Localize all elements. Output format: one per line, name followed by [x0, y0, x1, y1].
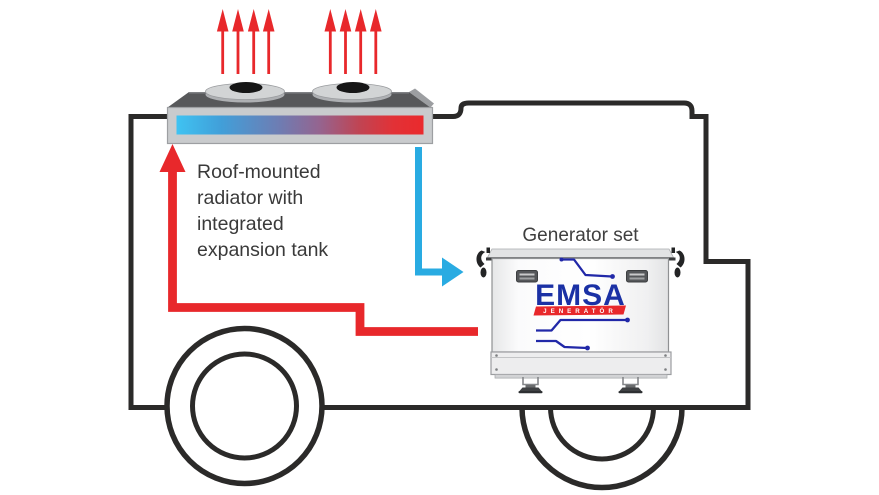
- emsa-logo-subtext: JENERATÖR: [543, 308, 617, 315]
- heat-arrows: [216, 9, 382, 74]
- heat-arrow-icon: [324, 9, 337, 74]
- circuit-trace-dots: [559, 257, 630, 351]
- generator-set: Generator set EMSA JENERATÖR: [476, 225, 685, 394]
- fan-icon: [205, 82, 285, 103]
- heat-arrow-icon: [339, 9, 352, 74]
- latch-hook-icon: [674, 267, 681, 278]
- annotation-line: radiator with: [197, 187, 303, 209]
- latch-hook-icon: [671, 247, 675, 253]
- latch-hook-icon: [480, 267, 487, 278]
- generator-base-strip: [494, 374, 668, 379]
- generator-set-label: Generator set: [522, 225, 639, 246]
- latch-hook-icon: [476, 250, 486, 268]
- heat-arrow-icon: [354, 9, 367, 74]
- hot-flow-arrow-icon: [159, 144, 186, 172]
- heat-arrow-icon: [216, 9, 229, 74]
- cold-flow-arrow-icon: [442, 257, 464, 287]
- circuit-trace: [536, 339, 588, 350]
- heat-arrow-icon: [370, 9, 382, 74]
- heat-arrow-icon: [247, 9, 260, 74]
- hot-coolant-pipe: [159, 144, 478, 336]
- generator-lid: [486, 248, 675, 258]
- coolant-gradient-bar: [176, 115, 424, 135]
- roof-radiator: [166, 82, 434, 145]
- vibration-mount: [518, 377, 543, 394]
- circuit-trace: [561, 258, 613, 278]
- handle-icon: [516, 270, 538, 283]
- heat-arrow-icon: [262, 9, 275, 74]
- latch-hook-icon: [675, 250, 685, 268]
- radiator-annotation: Roof-mounted radiator with integrated ex…: [197, 161, 328, 261]
- circuit-trace: [536, 318, 628, 332]
- heat-arrow-icon: [232, 9, 244, 74]
- annotation-line: Roof-mounted: [197, 161, 321, 183]
- fan-icon: [312, 82, 392, 103]
- circuit-traces: [536, 258, 628, 350]
- latch-hook-icon: [486, 247, 490, 253]
- annotation-line: integrated: [197, 213, 284, 235]
- base-screws: [495, 354, 667, 371]
- front-wheel-rim: [190, 351, 299, 461]
- radiator-housing-bevel: [409, 88, 434, 108]
- cold-coolant-pipe: [415, 147, 464, 287]
- generator-base: [490, 351, 672, 376]
- handle-icon: [626, 270, 648, 283]
- front-wheel: [164, 325, 325, 487]
- vibration-mount: [618, 377, 643, 394]
- annotation-line: expansion tank: [197, 239, 328, 261]
- emsa-logo-banner: [533, 305, 626, 316]
